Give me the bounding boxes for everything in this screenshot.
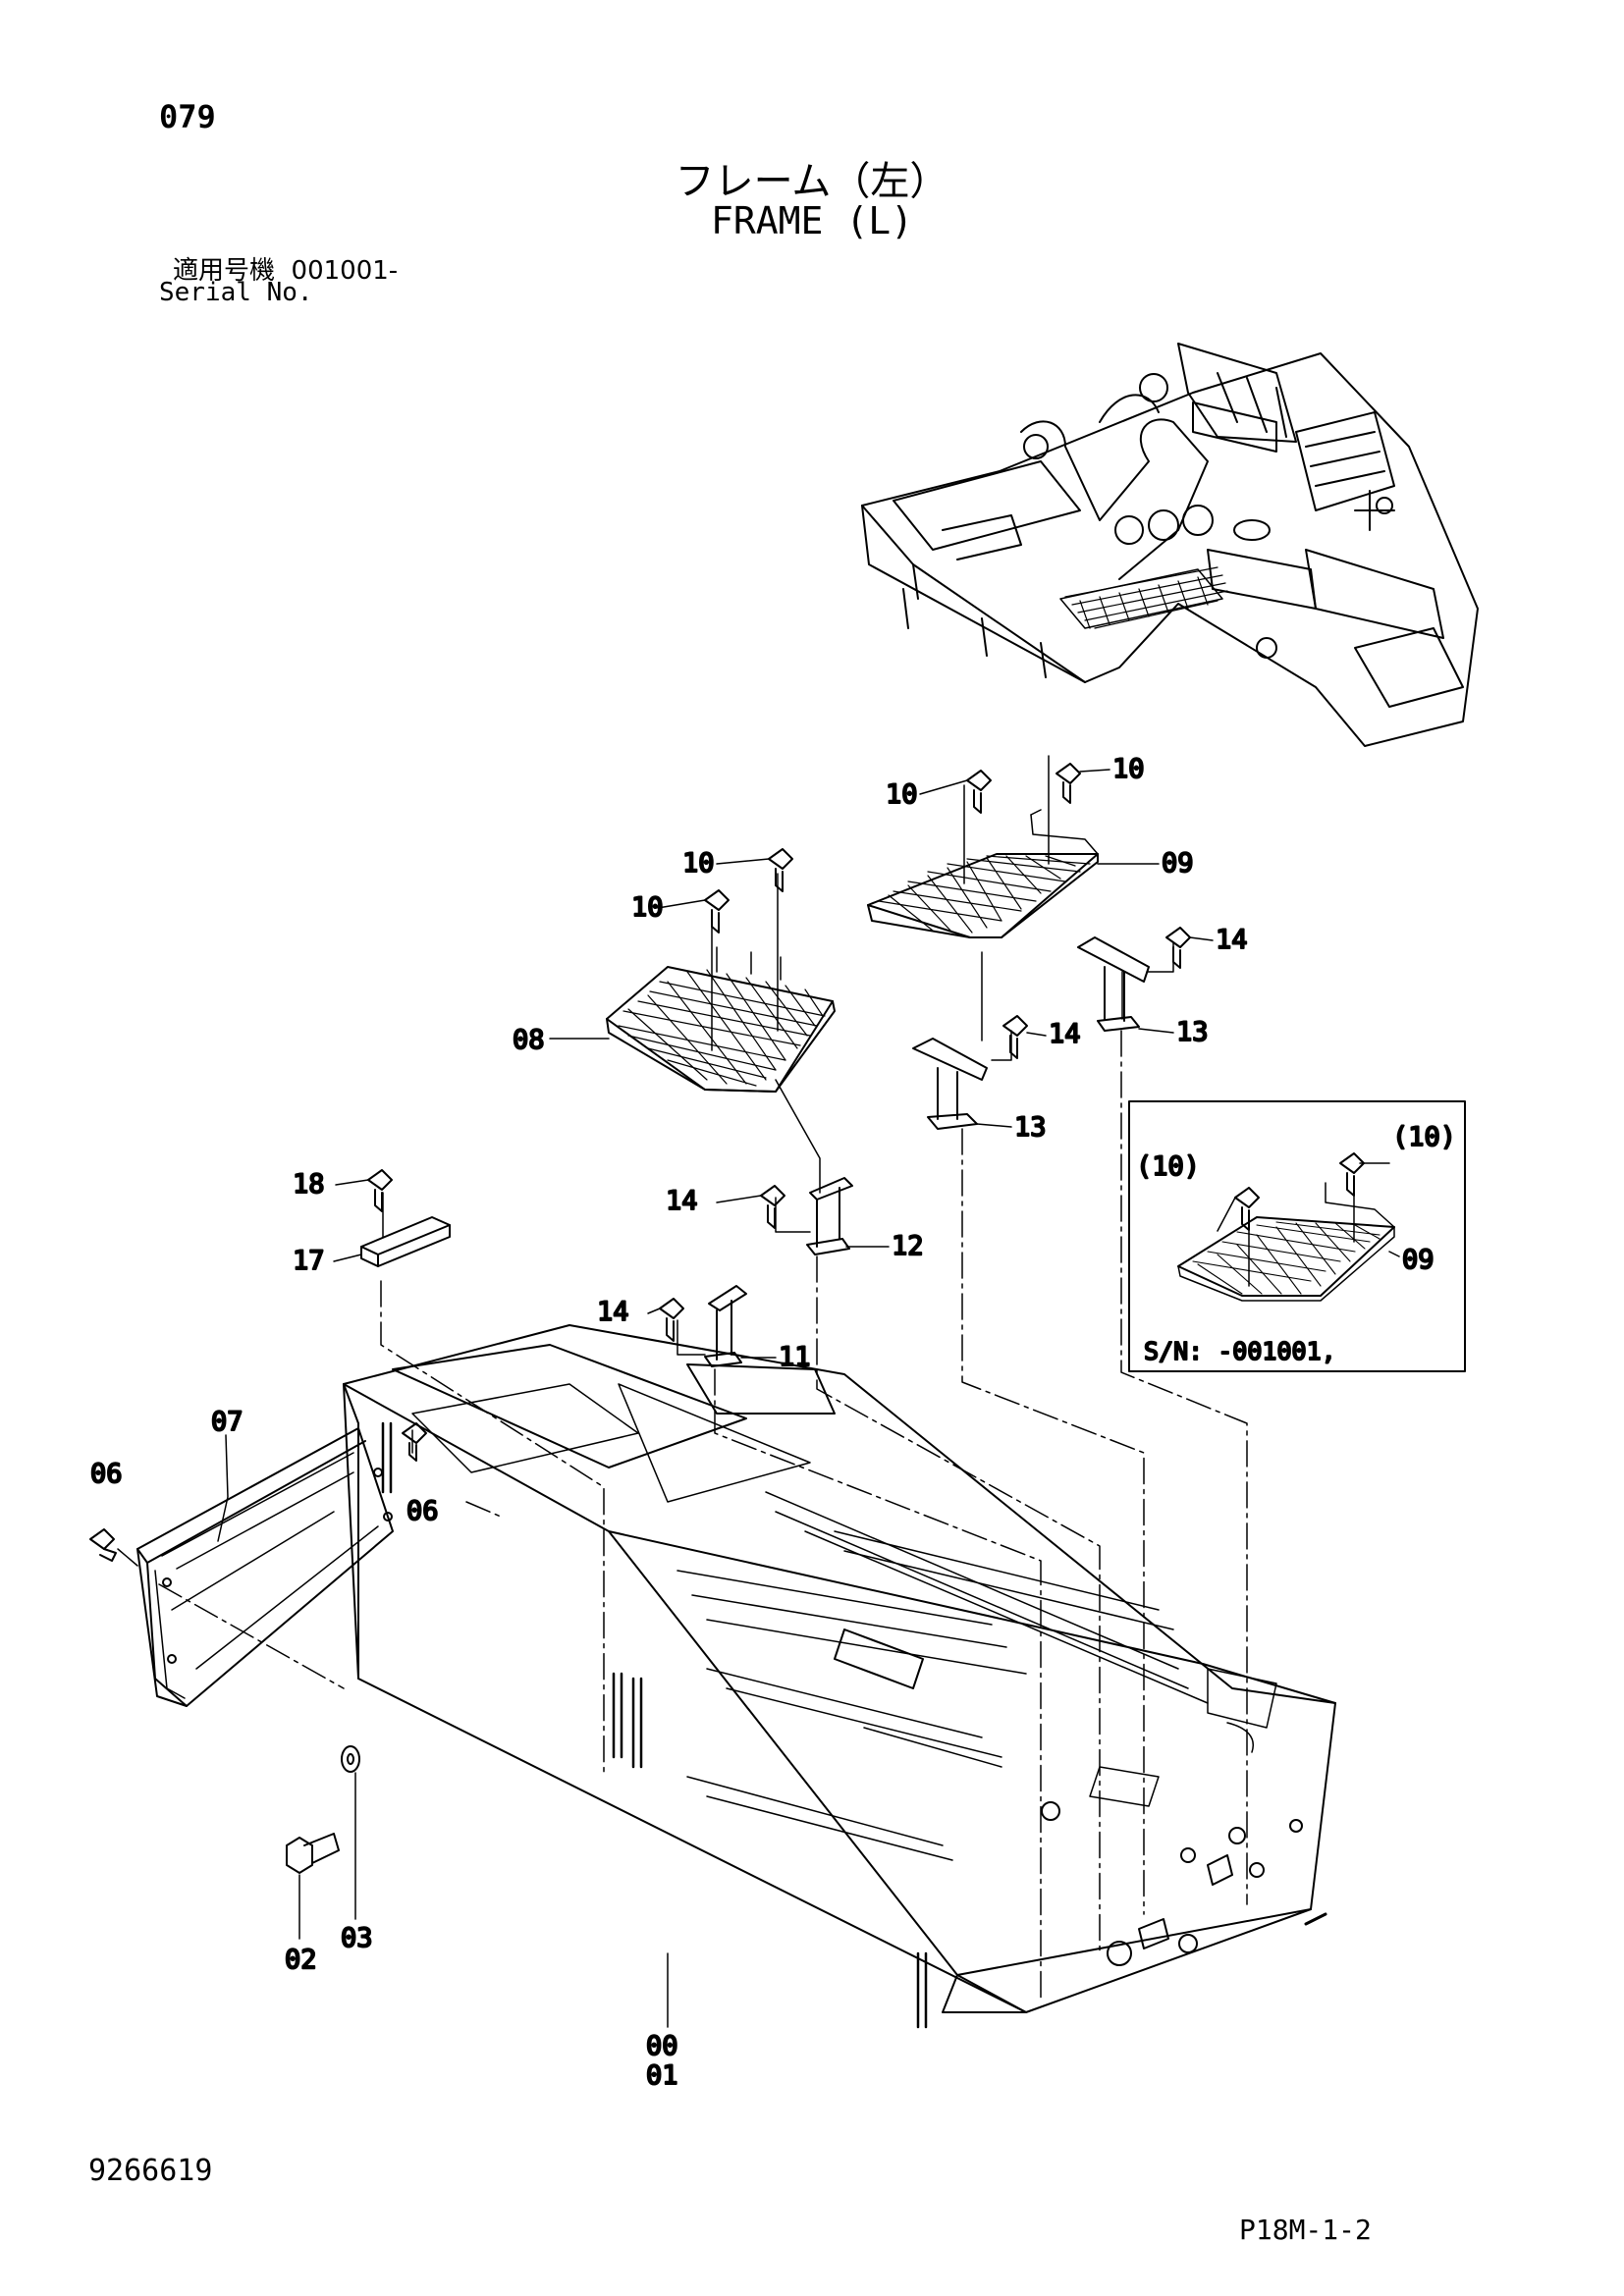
page-title: FRAME (L) [711, 199, 913, 242]
bolt-10-icon [768, 848, 793, 892]
floor-grating-08 [606, 946, 836, 1093]
callout-09: 09 [1162, 848, 1194, 879]
callout-06: 06 [90, 1459, 123, 1489]
inset-callout-09: 09 [1402, 1245, 1435, 1275]
inset-callout-10: (10) [1392, 1122, 1456, 1152]
serial-label-japanese: 適用号機 [173, 256, 276, 286]
support-bracket-11 [704, 1285, 747, 1367]
bolt-10-inset-icon [1339, 1152, 1365, 1197]
bracket-cover-07 [136, 1427, 394, 1707]
callout-14: 14 [1216, 925, 1248, 955]
serial-label: Serial No. [159, 278, 313, 307]
callout-leaders [217, 769, 1214, 2028]
support-bracket-12 [806, 1177, 853, 1255]
callout-10: 10 [631, 892, 664, 923]
bolt-10-icon [966, 770, 992, 814]
assembly-lines [158, 1030, 1248, 2003]
page-number: 079 [159, 98, 216, 135]
page-title-japanese: フレーム（左） [675, 159, 949, 204]
callout-02: 02 [285, 1945, 317, 1975]
main-frame-illustration [343, 1324, 1336, 2029]
callout-00: 00 [646, 2031, 678, 2061]
floor-grating-09 [867, 809, 1099, 938]
bolt-02 [286, 1833, 340, 1874]
bolt-14-icon [659, 1298, 684, 1342]
callout-03: 03 [341, 1923, 373, 1953]
bolt-06-icon [89, 1528, 117, 1562]
callout-14: 14 [597, 1297, 629, 1327]
overview-frame-illustration [861, 343, 1479, 747]
support-bracket-13-right [1077, 936, 1150, 1032]
bolt-14-icon [1002, 1015, 1028, 1059]
drawing-number: 9266619 [88, 2154, 213, 2188]
inset-serial-note: S/N: -001001, [1144, 1337, 1336, 1365]
leader-lines [117, 755, 1174, 1567]
bolt-14-icon [1165, 927, 1191, 969]
bolt-10-icon [1056, 763, 1081, 804]
bolt-10-icon [704, 889, 730, 934]
bolt-14-icon [760, 1185, 785, 1229]
callout-06: 06 [406, 1496, 439, 1526]
inset-earlier-serial [1128, 1100, 1466, 1372]
callout-12: 12 [892, 1231, 924, 1261]
callout-14: 14 [1049, 1019, 1081, 1049]
callout-18: 18 [293, 1169, 325, 1200]
plate-17 [360, 1216, 451, 1267]
callout-07: 07 [211, 1407, 244, 1437]
support-bracket-13-left [912, 1038, 988, 1130]
callout-13: 13 [1014, 1112, 1047, 1143]
bolt-10-inset-icon [1234, 1187, 1260, 1231]
serial-value: 001001- [291, 256, 399, 286]
bolt-18-icon [367, 1169, 393, 1212]
callout-10: 10 [1112, 754, 1145, 784]
callout-17: 17 [293, 1246, 325, 1276]
callout-11: 11 [779, 1342, 811, 1372]
callout-13: 13 [1176, 1017, 1209, 1047]
callout-01: 01 [646, 2060, 678, 2091]
washer-03 [341, 1745, 360, 1773]
bolt-06-icon [402, 1422, 427, 1462]
page-code: P18M-1-2 [1239, 2214, 1372, 2246]
serial-applicability: 適用号機 001001- [173, 250, 398, 287]
inset-callout-10: (10) [1136, 1151, 1200, 1182]
callout-10: 10 [682, 848, 715, 879]
callout-14: 14 [666, 1186, 698, 1216]
supports [286, 936, 1150, 1874]
callout-10: 10 [886, 779, 918, 810]
callout-08: 08 [513, 1025, 545, 1055]
